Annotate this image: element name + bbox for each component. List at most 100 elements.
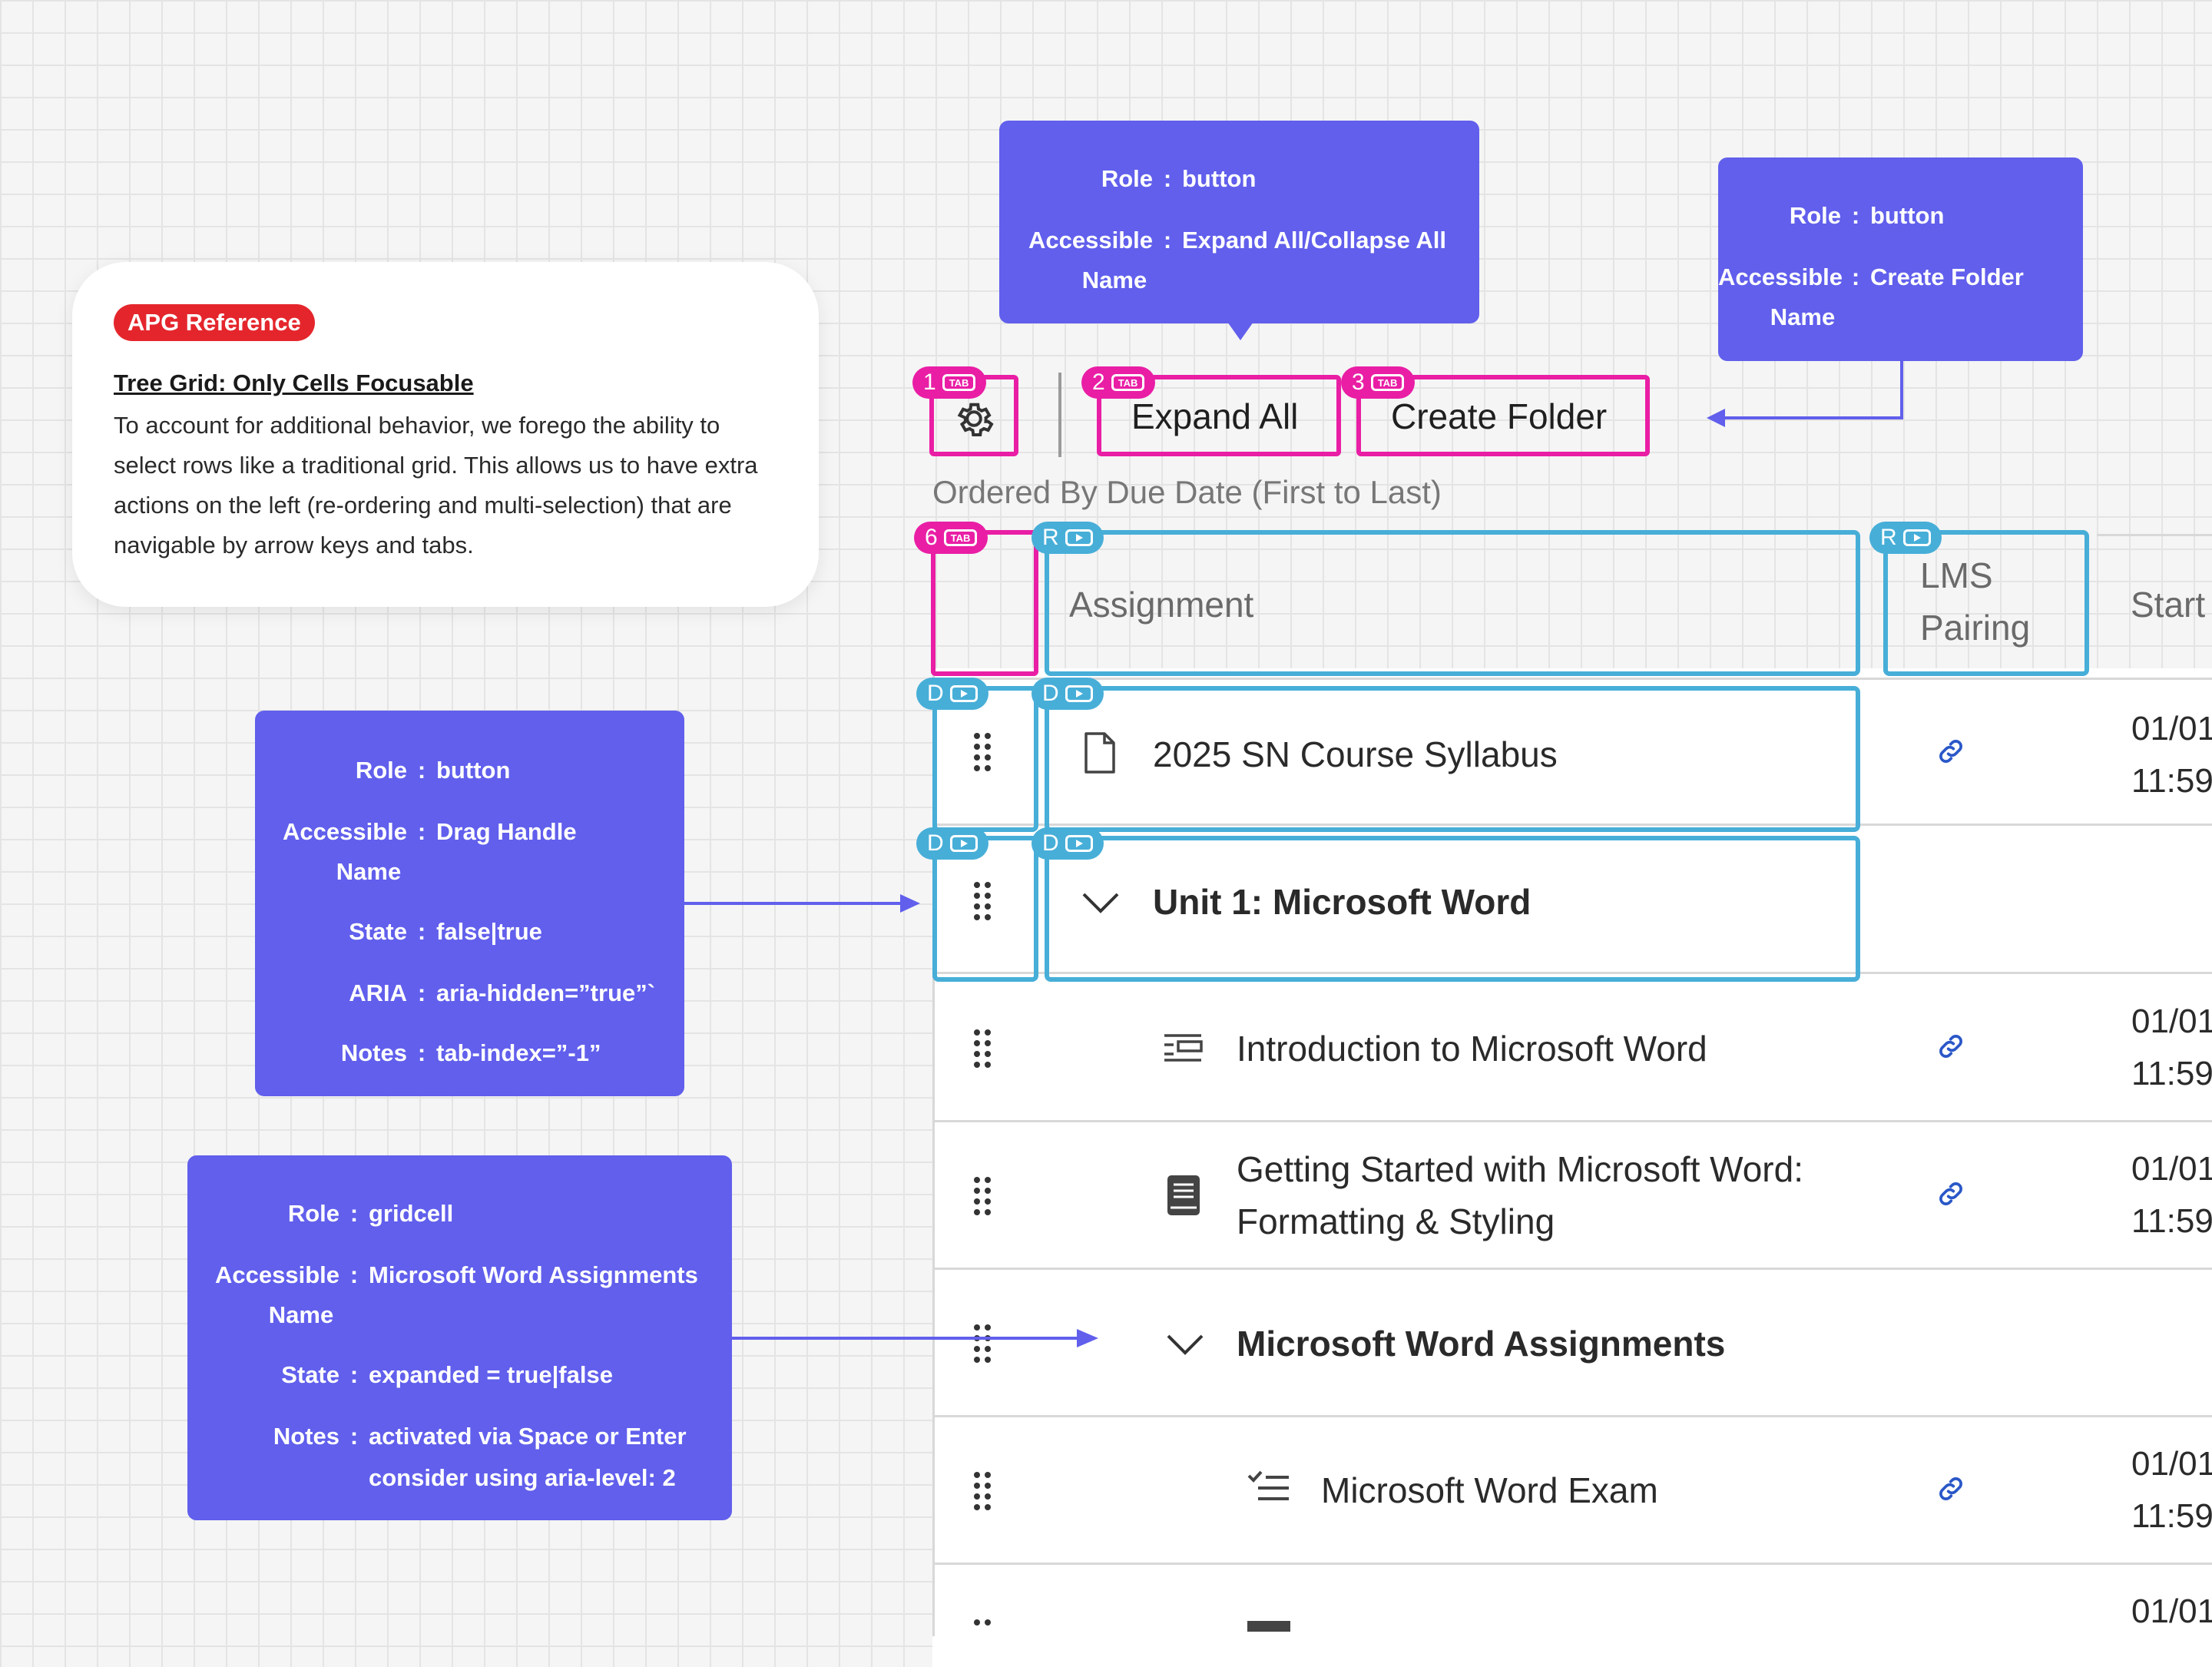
grid-left-border — [932, 668, 935, 1636]
start-date: 01/01 — [2131, 1003, 2212, 1040]
start-time: 11:59 — [2131, 1202, 2212, 1240]
start-date: 01/01 — [2131, 1445, 2212, 1483]
annotation-value: Drag Handle — [436, 818, 577, 845]
row-title[interactable]: Getting Started with Microsoft Word: — [1237, 1149, 1803, 1189]
annotation-value: false|true — [436, 918, 542, 945]
table-row[interactable] — [1045, 686, 1860, 832]
annotation-key: Accessible — [215, 1261, 339, 1288]
assignment-column-header[interactable] — [1045, 530, 1860, 676]
document-icon — [1084, 732, 1115, 774]
annotation-key: Role — [287, 1200, 339, 1227]
tree-grid — [932, 668, 2212, 1667]
arrow-key-tag-r: R — [1031, 522, 1104, 554]
link-icon[interactable] — [1936, 1178, 1966, 1209]
gridcell-annotation: Role : gridcell Accessible : Microsoft W… — [187, 1155, 732, 1520]
drag-handle-icon[interactable] — [972, 880, 992, 923]
gear-icon[interactable] — [951, 396, 997, 442]
drag-handle-icon[interactable] — [972, 1618, 992, 1632]
start-time: 11:59 — [2131, 1055, 2212, 1092]
create-folder-button[interactable] — [1356, 375, 1650, 456]
annotation-key: Notes — [273, 1423, 339, 1450]
start-date: 01/01 — [2131, 710, 2212, 747]
row-title-line2: Formatting & Styling — [1237, 1201, 1555, 1241]
annotation-value: tab-index=”-1” — [436, 1039, 601, 1066]
annotation-key: Name — [1770, 303, 1836, 330]
annotation-key: Role — [1101, 165, 1153, 192]
start-time: 11:59 — [2131, 762, 2212, 800]
link-icon[interactable] — [1936, 1473, 1966, 1504]
annotation-key: Accessible — [283, 818, 407, 845]
row-title[interactable]: Unit 1: Microsoft Word — [1153, 882, 1532, 922]
annotation-key: Accessible — [1028, 227, 1153, 254]
row-divider — [932, 1415, 2212, 1417]
row-divider — [932, 972, 2212, 974]
book-icon — [1167, 1175, 1200, 1215]
start-time: 11:59 — [2131, 1497, 2212, 1535]
toolbar-divider — [1058, 373, 1061, 457]
annotation-key: Accessible — [1718, 263, 1843, 290]
row-title[interactable]: Introduction to Microsoft Word — [1237, 1029, 1707, 1069]
annotation-key: Notes — [340, 1039, 407, 1066]
annotation-value: activated via Space or Enter — [369, 1423, 687, 1450]
expand-all-button[interactable] — [1097, 375, 1341, 456]
apg-reference-badge: APG Reference — [114, 304, 315, 341]
annotation-key: State — [281, 1361, 339, 1388]
annotation-key: Name — [336, 858, 402, 885]
expand-all-annotation: Role : button Accessible : Expand All/Co… — [999, 121, 1479, 323]
chevron-down-icon[interactable] — [1081, 891, 1120, 914]
link-icon[interactable] — [1936, 1031, 1966, 1062]
link-icon[interactable] — [1936, 736, 1966, 767]
annotation-value: button — [1870, 202, 1945, 229]
annotation-value: gridcell — [369, 1200, 454, 1227]
row-divider — [932, 1268, 2212, 1270]
drag-handle-icon[interactable] — [972, 1028, 992, 1071]
drag-handle-icon[interactable] — [972, 731, 992, 774]
annotation-value: Expand All/Collapse All — [1182, 227, 1446, 254]
annotation-key: Name — [268, 1301, 334, 1328]
annotation-key: State — [349, 918, 407, 945]
header-top-border — [2097, 534, 2212, 536]
expand-annotation-pointer — [1227, 322, 1253, 340]
annotation-value: button — [1182, 165, 1257, 192]
start-date: 01/01 — [2131, 1592, 2212, 1630]
sort-order-label: Ordered By Due Date (First to Last) — [932, 474, 1442, 510]
arrow-key-tag-d: D — [916, 678, 988, 710]
annotation-value: expanded = true|false — [369, 1361, 613, 1388]
create-folder-label: Create Folder — [1391, 396, 1608, 436]
start-date: 01/01 — [2131, 1150, 2212, 1188]
annotation-key: Role — [355, 757, 407, 784]
checklist-icon — [1247, 1470, 1289, 1500]
annotation-value: consider using aria-level: 2 — [369, 1464, 676, 1491]
annotation-key: Role — [1789, 202, 1841, 229]
row-divider — [932, 824, 2212, 826]
annotation-value: button — [436, 757, 511, 784]
apg-reference-title[interactable]: Tree Grid: Only Cells Focusable — [114, 370, 474, 396]
row-divider — [932, 678, 2212, 680]
lms-header-label-2: Pairing — [1920, 608, 2031, 648]
drag-handle-connector — [684, 894, 920, 913]
drag-handle-icon[interactable] — [972, 1175, 992, 1218]
row-title[interactable]: 2025 SN Course Syllabus — [1153, 734, 1558, 774]
row-title[interactable]: Microsoft Word Exam — [1321, 1470, 1658, 1510]
row-divider — [932, 1120, 2212, 1122]
row-title[interactable]: Microsoft Word Assignments — [1237, 1324, 1726, 1364]
annotation-value: aria-hidden=”true”` — [436, 979, 656, 1006]
create-folder-connector — [1707, 361, 1903, 427]
activity-icon — [1247, 1621, 1290, 1632]
arrow-key-tag-d: D — [1031, 678, 1104, 710]
create-folder-annotation: Role : button Accessible : Create Folder… — [1718, 157, 2083, 361]
start-column-header[interactable]: Start — [2131, 585, 2206, 625]
lms-header-label-1: LMS — [1920, 555, 1993, 595]
chevron-down-icon[interactable] — [1166, 1333, 1204, 1356]
apg-reference-card: APG Reference Tree Grid: Only Cells Focu… — [72, 262, 819, 607]
lesson-icon — [1164, 1034, 1203, 1062]
lms-pairing-column-header[interactable] — [1883, 530, 2089, 676]
table-row[interactable] — [1045, 836, 1860, 982]
annotation-key: Name — [1081, 267, 1147, 293]
expand-all-label: Expand All — [1131, 396, 1299, 436]
drag-handle-icon[interactable] — [972, 1470, 992, 1513]
assignment-header-label: Assignment — [1069, 585, 1254, 625]
